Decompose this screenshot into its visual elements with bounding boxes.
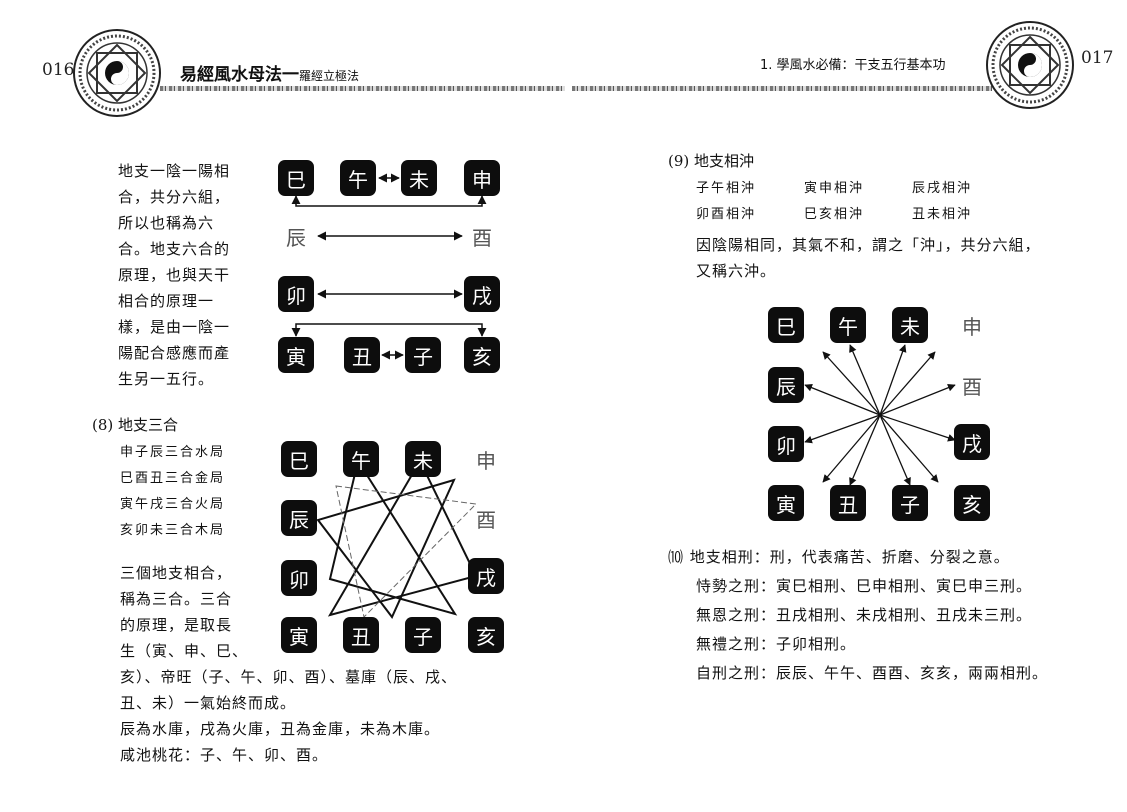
text-line: 因陰陽相同，其氣不和，謂之「沖」，共分六組，: [696, 236, 1041, 254]
text-line: 所以也稱為六: [118, 214, 215, 232]
bagua-seal-right-icon: [986, 21, 1074, 109]
xing-line: 無禮之刑：子卯相刑。: [696, 635, 857, 653]
chong-heading: (9) 地支相沖: [668, 152, 755, 170]
xing-line: 自刑之刑：辰辰、午午、酉酉、亥亥，兩兩相刑。: [696, 664, 1049, 682]
text-line: 辰為水庫，戌為火庫，丑為金庫，未為木庫。: [120, 720, 441, 738]
tile-xu: 戌: [464, 276, 500, 312]
book-title-sub: 羅經立極法: [299, 69, 360, 83]
tile-yin: 寅: [278, 337, 314, 373]
tile-wei: 未: [401, 160, 437, 196]
header-rule-left: [160, 86, 565, 91]
tile-mao: 卯: [278, 276, 314, 312]
tile-chou: 丑: [830, 485, 866, 521]
bagua-seal-left-icon: [73, 29, 161, 117]
tile-wu: 午: [830, 307, 866, 343]
xing-heading: ⑽ 地支相刑：刑，代表痛苦、折磨、分裂之意。: [668, 548, 1010, 566]
text-line: 合。地支六合的: [118, 240, 231, 258]
text-line: 咸池桃花：子、午、卯、酉。: [120, 746, 329, 764]
tile-you: 酉: [476, 507, 496, 532]
xing-line: 無恩之刑：丑戌相刑、未戌相刑、丑戌未三刑。: [696, 606, 1033, 624]
text-line: 又稱六沖。: [696, 262, 777, 280]
tile-chen: 辰: [286, 225, 306, 250]
tile-hai: 亥: [954, 485, 990, 521]
text-line: 相合的原理一: [118, 292, 215, 310]
xing-line: 恃勢之刑：寅巳相刑、巳申相刑、寅巳申三刑。: [696, 577, 1033, 595]
tile-hai: 亥: [468, 617, 504, 653]
tile-wei: 未: [892, 307, 928, 343]
sanhe-list: 申子辰三合水局 巳酉丑三合金局 寅午戌三合火局 亥卯未三合木局: [120, 440, 225, 544]
chong-item: 子午相沖: [696, 181, 757, 196]
tile-hai: 亥: [464, 337, 500, 373]
tile-xu: 戌: [954, 424, 990, 460]
chong-item: 巳亥相沖: [804, 207, 865, 222]
right-page-number: 017: [1081, 48, 1114, 68]
tile-shen: 申: [464, 160, 500, 196]
text-line: 生另一五行。: [118, 370, 215, 388]
book-title: 易經風水母法一羅經立極法: [180, 60, 359, 85]
chong-paragraph: 因陰陽相同，其氣不和，謂之「沖」，共分六組， 又稱六沖。: [696, 232, 1041, 284]
chong-item: 丑未相沖: [912, 207, 973, 222]
tile-mao: 卯: [768, 426, 804, 462]
book-title-main: 易經風水母法一: [180, 65, 299, 85]
tile-zi: 子: [405, 617, 441, 653]
text-line: 三個地支相合，: [120, 564, 233, 582]
tile-si: 巳: [768, 307, 804, 343]
sanhe-heading: (8) 地支三合: [92, 416, 179, 434]
chong-item: 寅申相沖: [804, 181, 865, 196]
text-line: 的原理，是取長: [120, 616, 233, 634]
tile-chen: 辰: [281, 500, 317, 536]
text-line: 生（寅、申、巳、: [120, 642, 249, 660]
text-line: 合，共分六組，: [118, 188, 231, 206]
tile-you: 酉: [962, 374, 982, 399]
tile-mao: 卯: [281, 560, 317, 596]
tile-wu: 午: [340, 160, 376, 196]
header-rule-right: [572, 86, 992, 91]
sanhe-item: 亥卯未三合木局: [120, 523, 226, 538]
chapter-title: 1. 學風水必備：干支五行基本功: [760, 58, 946, 73]
tile-shen: 申: [476, 448, 496, 473]
tile-xu: 戌: [468, 558, 504, 594]
sanhe-full-paragraph: 亥）、帝旺（子、午、卯、酉）、墓庫（辰、戌、 丑、未）一氣始終而成。 辰為水庫，…: [120, 664, 457, 768]
tile-zi: 子: [892, 485, 928, 521]
tile-yin: 寅: [281, 617, 317, 653]
tile-chou: 丑: [344, 337, 380, 373]
sanhe-item: 寅午戌三合火局: [120, 497, 226, 512]
sanhe-item: 巳酉丑三合金局: [120, 471, 226, 486]
chong-row: 子午相沖 寅申相沖 辰戌相沖: [696, 176, 972, 202]
text-line: 陽配合感應而產: [118, 344, 231, 362]
tile-wei: 未: [405, 441, 441, 477]
text-line: 原理，也與天干: [118, 266, 231, 284]
tile-wu: 午: [343, 441, 379, 477]
text-line: 樣，是由一陰一: [118, 318, 231, 336]
chong-list: 子午相沖 寅申相沖 辰戌相沖 卯酉相沖 巳亥相沖 丑未相沖: [696, 176, 972, 228]
liuhe-paragraph: 地支一陰一陽相 合，共分六組， 所以也稱為六 合。地支六合的 原理，也與天干 相…: [118, 158, 268, 392]
chong-item: 卯酉相沖: [696, 207, 757, 222]
chong-row: 卯酉相沖 巳亥相沖 丑未相沖: [696, 202, 972, 228]
text-line: 稱為三合。三合: [120, 590, 233, 608]
tile-zi: 子: [405, 337, 441, 373]
text-line: 丑、未）一氣始終而成。: [120, 694, 297, 712]
xing-list: 恃勢之刑：寅巳相刑、巳申相刑、寅巳申三刑。 無恩之刑：丑戌相刑、未戌相刑、丑戌未…: [696, 572, 1048, 688]
tile-chen: 辰: [768, 367, 804, 403]
sanhe-paragraph: 三個地支相合， 稱為三合。三合 的原理，是取長 生（寅、申、巳、: [120, 560, 248, 664]
tile-si: 巳: [281, 441, 317, 477]
tile-yin: 寅: [768, 485, 804, 521]
text-line: 地支一陰一陽相: [118, 162, 231, 180]
text-line: 亥）、帝旺（子、午、卯、酉）、墓庫（辰、戌、: [120, 668, 458, 686]
tile-si: 巳: [278, 160, 314, 196]
chong-item: 辰戌相沖: [912, 181, 973, 196]
tile-shen: 申: [962, 314, 982, 339]
tile-chou: 丑: [343, 617, 379, 653]
sanhe-item: 申子辰三合水局: [120, 445, 226, 460]
tile-you: 酉: [472, 225, 492, 250]
left-page-number: 016: [42, 60, 75, 80]
